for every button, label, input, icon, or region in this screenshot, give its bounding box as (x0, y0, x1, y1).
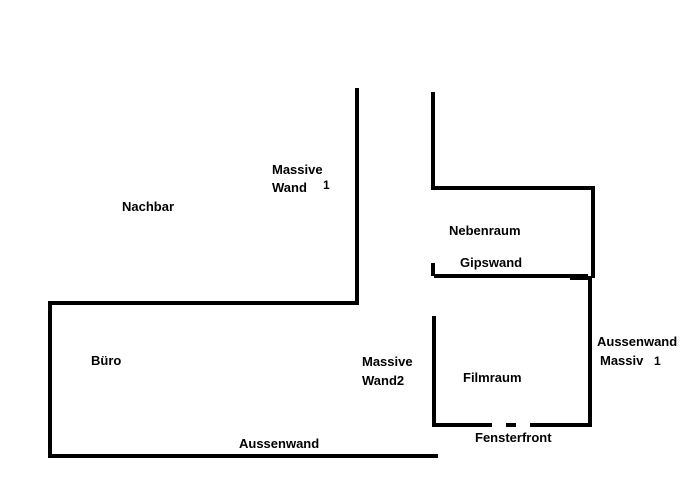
label-nachbar: Nachbar (122, 199, 175, 214)
label-massive-wand-2-line2: Wand2 (362, 373, 405, 388)
wall-aussenwand-massiv-1 (570, 276, 592, 427)
label-massive-wand-1-line1: Massive (272, 162, 323, 177)
label-aussenwand-massiv-number: 1 (654, 354, 661, 368)
label-massive-wand-1-number: 1 (323, 178, 330, 192)
label-aussenwand-massiv-line1: Aussenwand (597, 334, 678, 349)
label-massive-wand-1-line2: Wand (272, 180, 307, 195)
label-nebenraum: Nebenraum (449, 223, 521, 238)
wall-massive-wand-1 (48, 88, 359, 458)
label-fensterfront: Fensterfront (475, 430, 552, 445)
label-gipswand: Gipswand (460, 255, 523, 270)
label-aussenwand: Aussenwand (239, 436, 320, 451)
wall-nebenraum (431, 92, 595, 278)
label-aussenwand-massiv-line2: Massiv (600, 353, 644, 368)
label-buero: Büro (91, 353, 122, 368)
label-massive-wand-2-line1: Massive (362, 354, 413, 369)
label-filmraum: Filmraum (463, 370, 522, 385)
